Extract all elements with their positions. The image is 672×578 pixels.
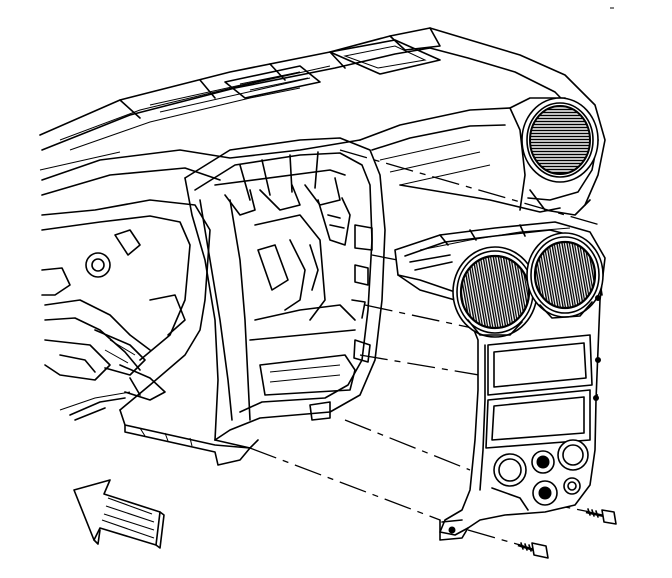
fastener-bolt-icon-lower: [517, 542, 549, 559]
bezel-radio-opening: [487, 334, 593, 396]
front-direction-arrow-icon: [73, 479, 165, 549]
bezel-left-vent: [452, 246, 538, 338]
bezel-control-knobs: [491, 295, 601, 511]
dash-lower-edge: [119, 409, 259, 466]
dash-side-vent: [521, 97, 599, 183]
fastener-bolt-icon: [585, 508, 617, 525]
dash-top-pad: [39, 27, 606, 206]
center-stack-opening: [184, 137, 386, 441]
bezel-right-vent: [526, 232, 604, 319]
steering-column-area: [41, 199, 211, 421]
bezel-hvac-opening: [485, 389, 591, 449]
